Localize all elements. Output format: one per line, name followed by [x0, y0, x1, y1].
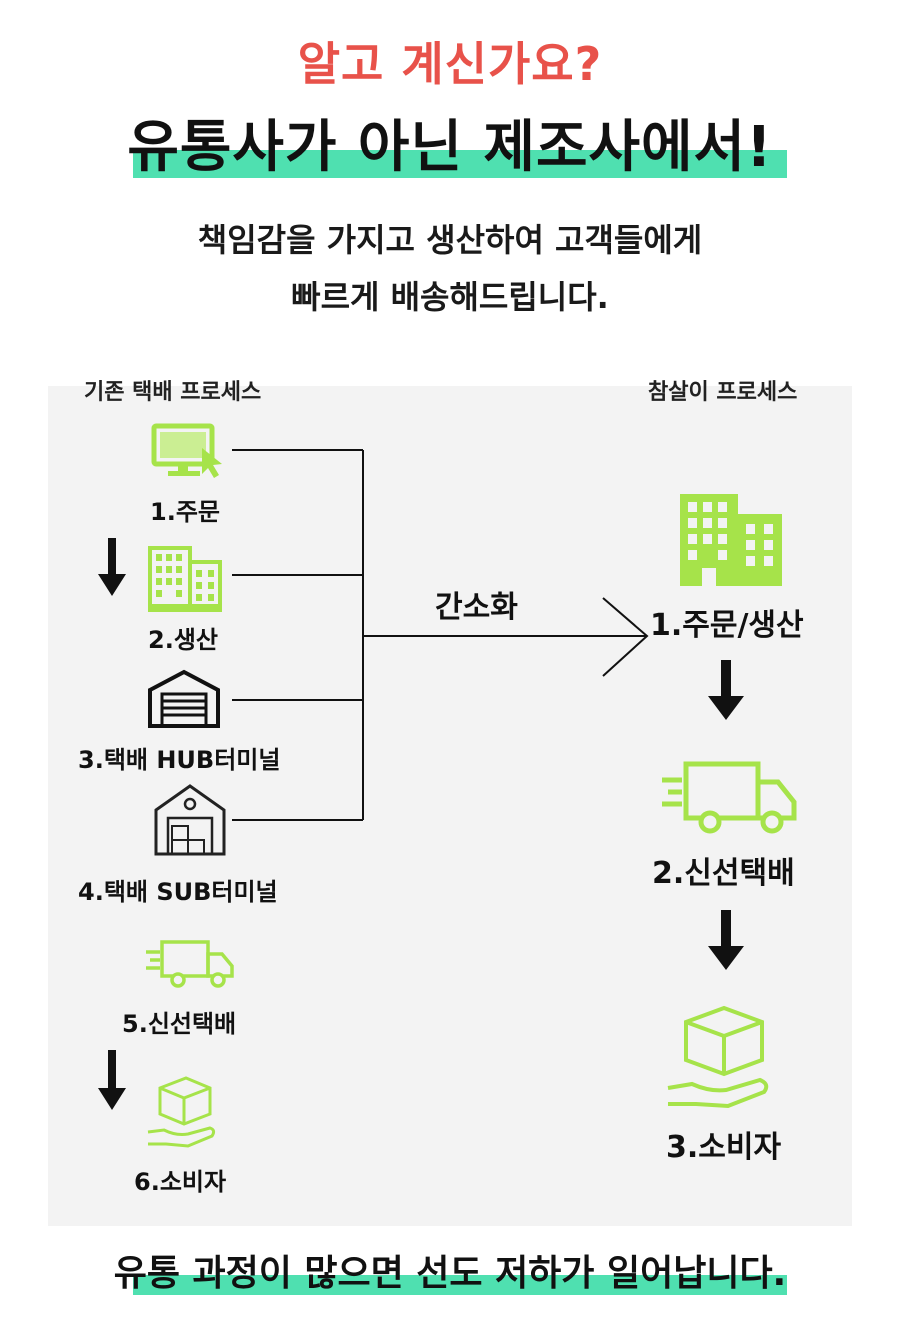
- footer-highlight: [133, 1275, 787, 1295]
- simplify-label: 간소화: [435, 590, 518, 625]
- right-step-2-label: 2.신선택배: [652, 856, 795, 891]
- building-icon: [148, 546, 222, 612]
- kicker-text: 알고 계신가요?: [297, 37, 603, 91]
- right-step-1-label: 1.주문/생산: [650, 608, 804, 643]
- headline-highlight: [133, 150, 787, 178]
- warehouse-icon: [148, 669, 220, 728]
- left-step-5-label: 5.신선택배: [122, 1010, 237, 1038]
- footer-text: 유통 과정이 많으면 선도 저하가 일어납니다.: [113, 1253, 787, 1294]
- left-step-4-label: 4.택배 SUB터미널: [78, 878, 278, 906]
- building-icon: [680, 494, 782, 586]
- left-step-1-label: 1.주문: [150, 498, 220, 526]
- left-step-6-label: 6.소비자: [134, 1168, 227, 1196]
- left-step-2-label: 2.생산: [148, 626, 218, 654]
- left-process-title: 기존 택배 프로세스: [84, 380, 262, 405]
- subtitle-line-2: 빠르게 배송해드립니다.: [291, 278, 609, 316]
- headline: 유통사가 아닌 제조사에서!: [127, 115, 773, 180]
- right-process-title: 참살이 프로세스: [648, 380, 798, 405]
- truck-icon: [662, 761, 797, 834]
- right-step-3-label: 3.소비자: [666, 1130, 782, 1165]
- box-hand-icon: [667, 1005, 769, 1109]
- computer-icon: [151, 423, 222, 478]
- subtitle-line-1: 책임감을 가지고 생산하여 고객들에게: [197, 221, 703, 259]
- depot-icon: [154, 784, 226, 856]
- left-step-3-label: 3.택배 HUB터미널: [78, 746, 281, 774]
- box-hand-icon: [147, 1076, 216, 1148]
- truck-icon: [146, 940, 234, 988]
